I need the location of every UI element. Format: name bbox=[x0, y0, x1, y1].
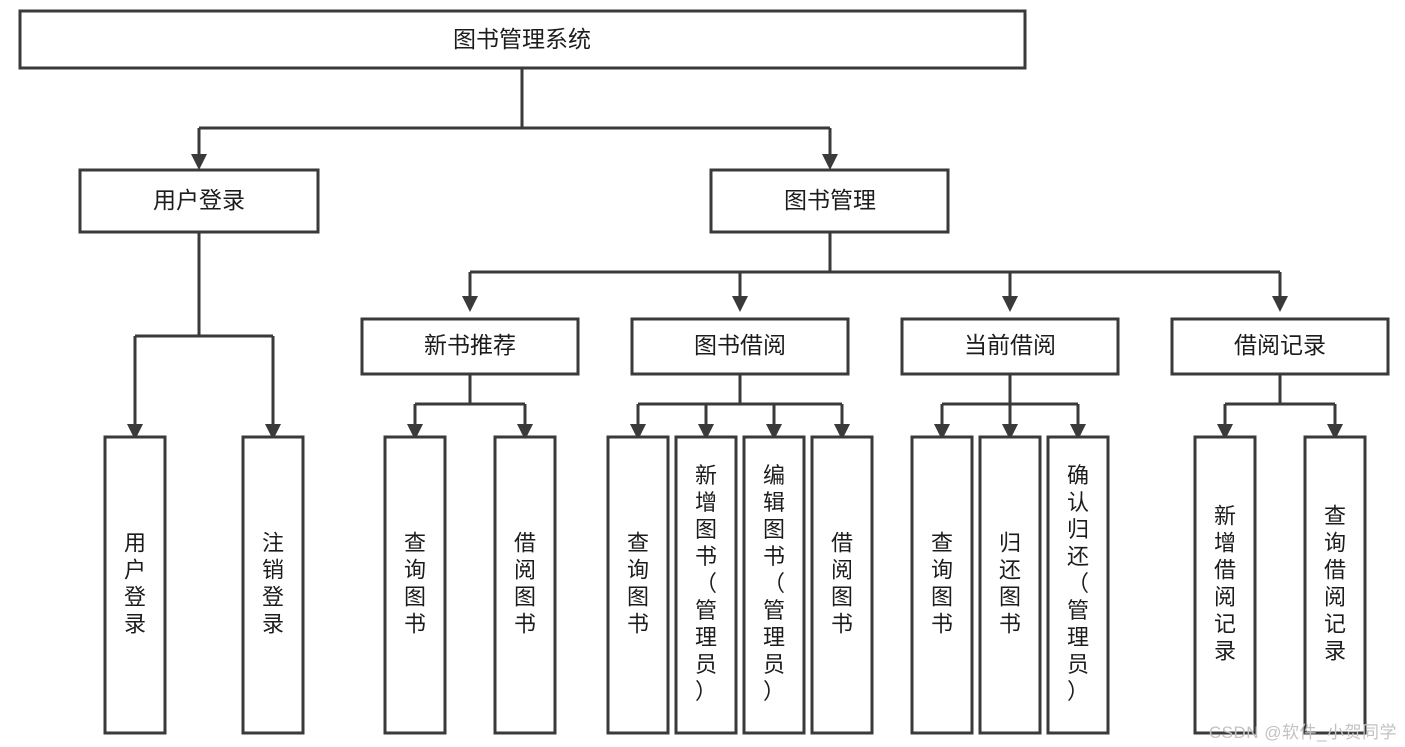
node-leaf-query-book-2-box[interactable] bbox=[606, 435, 670, 735]
node-leaf-logout-login-box[interactable] bbox=[241, 435, 305, 735]
node-leaf-query-record[interactable]: 查询借阅记录 bbox=[1303, 435, 1367, 735]
connector-root-bus bbox=[197, 68, 832, 156]
node-leaf-edit-book[interactable]: 编辑图书（管理员） bbox=[742, 435, 806, 735]
node-book-borrow-box[interactable] bbox=[630, 317, 850, 376]
node-book-management-label: 图书管理 bbox=[784, 187, 876, 213]
node-leaf-query-book-1[interactable]: 查询图书 bbox=[383, 435, 447, 735]
node-user-login-box[interactable] bbox=[78, 168, 320, 234]
node-leaf-query-record-label: 查询借阅记录 bbox=[1324, 503, 1346, 663]
node-leaf-user-login[interactable]: 用户登录 bbox=[103, 435, 167, 735]
connector-userlogin-bus bbox=[133, 232, 275, 426]
connector-layer bbox=[127, 68, 1343, 440]
leaf-layer: 用户登录 注销登录 查询图书 借阅图书 查询图书 新 bbox=[103, 435, 1367, 735]
arrowhead-book-borrow bbox=[732, 296, 748, 312]
node-leaf-user-login-label: 用户登录 bbox=[124, 530, 146, 636]
node-book-borrow[interactable]: 图书借阅 bbox=[630, 317, 850, 376]
node-leaf-add-record-box[interactable] bbox=[1193, 435, 1257, 735]
node-root-box[interactable] bbox=[18, 9, 1027, 70]
node-current-borrow-label: 当前借阅 bbox=[964, 332, 1056, 358]
node-new-book-recommend-box[interactable] bbox=[360, 317, 580, 376]
node-leaf-return-book-label: 归还图书 bbox=[999, 530, 1021, 636]
node-book-borrow-label: 图书借阅 bbox=[694, 332, 786, 358]
node-new-book-recommend-label: 新书推荐 bbox=[424, 332, 516, 358]
node-leaf-query-book-2[interactable]: 查询图书 bbox=[606, 435, 670, 735]
arrowhead-borrow-record bbox=[1272, 296, 1288, 312]
node-leaf-query-book-2-label: 查询图书 bbox=[627, 530, 649, 636]
node-leaf-user-login-box[interactable] bbox=[103, 435, 167, 735]
node-leaf-borrow-book-2-label: 借阅图书 bbox=[831, 530, 853, 636]
node-leaf-confirm-return[interactable]: 确认归还（管理员） bbox=[1046, 435, 1110, 735]
node-leaf-query-record-box[interactable] bbox=[1303, 435, 1367, 735]
node-root-label: 图书管理系统 bbox=[453, 26, 591, 52]
csdn-watermark: CSDN @软件_小贺同学 bbox=[1208, 723, 1397, 742]
node-current-borrow[interactable]: 当前借阅 bbox=[900, 317, 1120, 376]
node-leaf-query-book-3[interactable]: 查询图书 bbox=[910, 435, 974, 735]
node-leaf-query-book-1-box[interactable] bbox=[383, 435, 447, 735]
connector-bookmgmt-bus bbox=[468, 232, 1282, 298]
node-leaf-borrow-book-2[interactable]: 借阅图书 bbox=[810, 435, 874, 735]
node-leaf-query-book-3-label: 查询图书 bbox=[931, 530, 953, 636]
node-borrow-record-box[interactable] bbox=[1170, 317, 1390, 376]
node-leaf-query-book-3-box[interactable] bbox=[910, 435, 974, 735]
node-current-borrow-box[interactable] bbox=[900, 317, 1120, 376]
node-book-management[interactable]: 图书管理 bbox=[709, 168, 950, 234]
node-leaf-edit-book-label: 编辑图书（管理员） bbox=[763, 463, 785, 704]
node-borrow-record-label: 借阅记录 bbox=[1234, 332, 1326, 358]
arrowhead-book-management bbox=[822, 154, 838, 170]
arrowhead-new-book-recommend bbox=[462, 296, 478, 312]
node-borrow-record[interactable]: 借阅记录 bbox=[1170, 317, 1390, 376]
node-user-login-label: 用户登录 bbox=[153, 187, 245, 213]
node-leaf-confirm-return-box[interactable] bbox=[1046, 435, 1110, 735]
node-leaf-return-book[interactable]: 归还图书 bbox=[978, 435, 1042, 735]
node-leaf-borrow-book-2-box[interactable] bbox=[810, 435, 874, 735]
node-leaf-confirm-return-label: 确认归还（管理员） bbox=[1067, 463, 1089, 704]
node-leaf-add-book-box[interactable] bbox=[674, 435, 738, 735]
node-leaf-add-book[interactable]: 新增图书（管理员） bbox=[674, 435, 738, 735]
arrowhead-current-borrow bbox=[1002, 296, 1018, 312]
node-leaf-return-book-box[interactable] bbox=[978, 435, 1042, 735]
node-leaf-logout-login-label: 注销登录 bbox=[262, 530, 284, 636]
arrowhead-user-login bbox=[191, 154, 207, 170]
node-leaf-borrow-book-1[interactable]: 借阅图书 bbox=[493, 435, 557, 735]
node-leaf-add-record-label: 新增借阅记录 bbox=[1214, 503, 1236, 663]
node-user-login[interactable]: 用户登录 bbox=[78, 168, 320, 234]
connector-borrowrecord-bus bbox=[1223, 374, 1337, 426]
node-book-management-box[interactable] bbox=[709, 168, 950, 234]
node-new-book-recommend[interactable]: 新书推荐 bbox=[360, 317, 580, 376]
connector-newbook-bus bbox=[413, 374, 527, 426]
node-leaf-add-record[interactable]: 新增借阅记录 bbox=[1193, 435, 1257, 735]
node-leaf-add-book-label: 新增图书（管理员） bbox=[695, 463, 717, 704]
connector-currentborrow-bus bbox=[940, 374, 1080, 426]
node-leaf-logout-login[interactable]: 注销登录 bbox=[241, 435, 305, 735]
node-leaf-borrow-book-1-box[interactable] bbox=[493, 435, 557, 735]
node-leaf-query-book-1-label: 查询图书 bbox=[404, 530, 426, 636]
node-root[interactable]: 图书管理系统 bbox=[18, 9, 1027, 70]
node-leaf-edit-book-box[interactable] bbox=[742, 435, 806, 735]
connector-bookborrow-bus bbox=[636, 374, 844, 426]
node-leaf-borrow-book-1-label: 借阅图书 bbox=[514, 530, 536, 636]
